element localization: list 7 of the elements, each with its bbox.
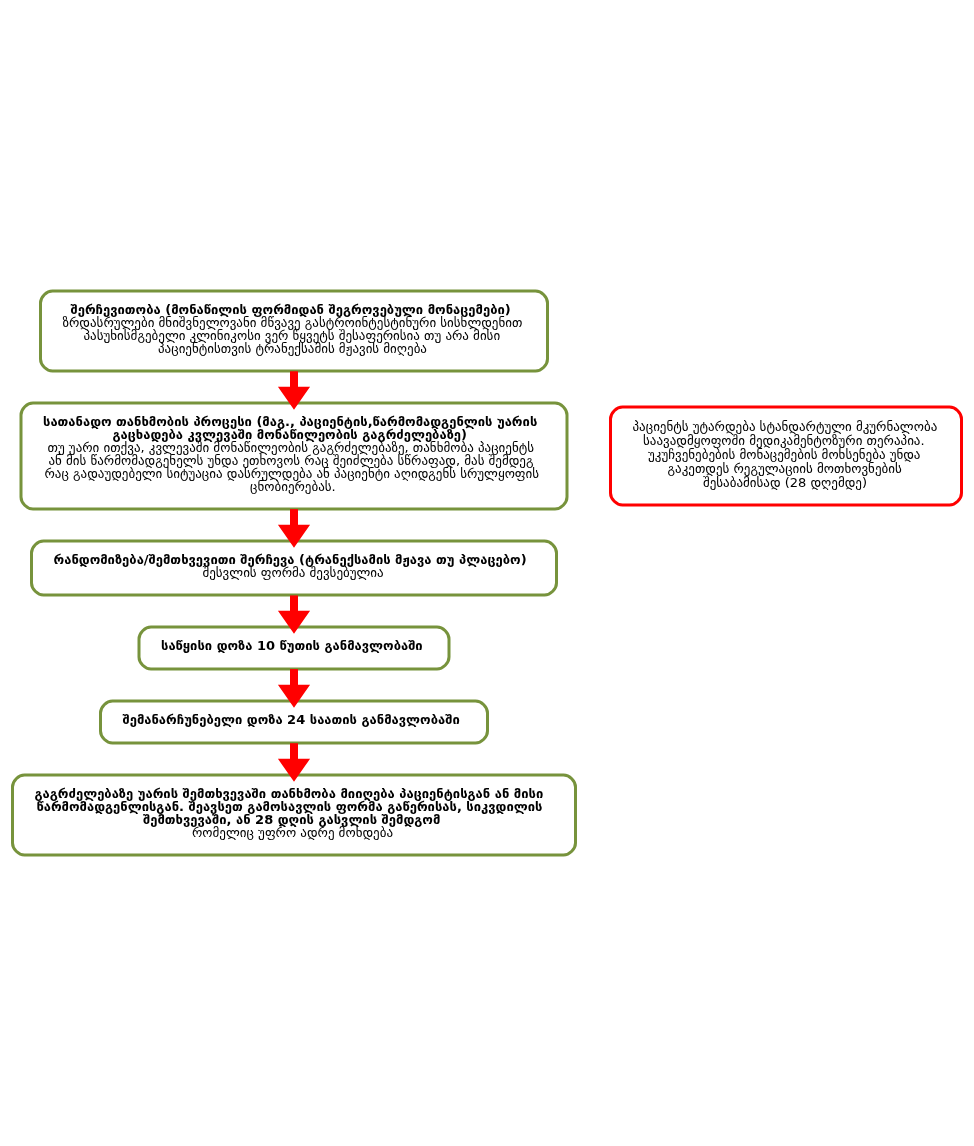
node-box: რანდომიზება/შემთხვევითი შერჩევა (ტრანექსამის მჟავა თუ პლაცებო) შესვლის ფორმა შევსებულია (30, 539, 558, 597)
node-box: სათანადო თანხმობის პროცესი (მაგ., პაციენტის,წარმომადგენლის უარის გაცხადება კვლევაში მონაწილეობის გაგრძელებაზე) თუ უარი ითქვა, კვლევაში მონაწილეობის გაგრძელებაზე, თანხმობა პაციენტს ან მის წარმომადგენელს უნდა ეთხოვოს რაც შეიძლება სწრაფად, მას შემდეგ რაც გადაუდებელი სიტუაცია დასრულდება ან პაციენტი აღიდგენს სრულყოფის ცნობიერებას. (19, 401, 569, 511)
node-box: პაციენტს უტარდება სტანდარტული მკურნალობა საავადმყოფოში მედიკამენტოზური თერაპია. უკუჩვენებების მონაცემების მოხსენება უნდა გაკეთდეს რეგულაციის მოთხოვნების შესაბამისად (28 დღემდე) (609, 405, 963, 507)
node-box: შემანარჩუნებელი დოზა 24 საათის განმავლობაში (99, 699, 489, 745)
node-box: საწყისი დოზა 10 წუთის განმავლობაში (137, 625, 451, 671)
node-box: გაგრძელებაზე უარის შემთხვევაში თანხმობა მიიღება პაციენტისგან ან მისი წარმომადგენლისგან. შეავსეთ გამოსავლის ფორმა გაწერისას, სიკვდილის შემთხვევაში, ან 28 დღის გასვლის შემდგომ რომელიც უფრო ადრე მოხდება (11, 773, 577, 857)
node-box: შერჩევითობა (მონაწილის ფორმიდან შეგროვებული მონაცემები) ზრდასრულები მნიშვნელოვანი მწვავე გასტროინტესტინური სისხლდენით პასუხისმგებელი კლინიკოსი ვერ წყვეტს შესაფერისია თუ არა მისი პაციენტისთვის ტრანექსამის მჟავის მიღება (39, 289, 549, 373)
